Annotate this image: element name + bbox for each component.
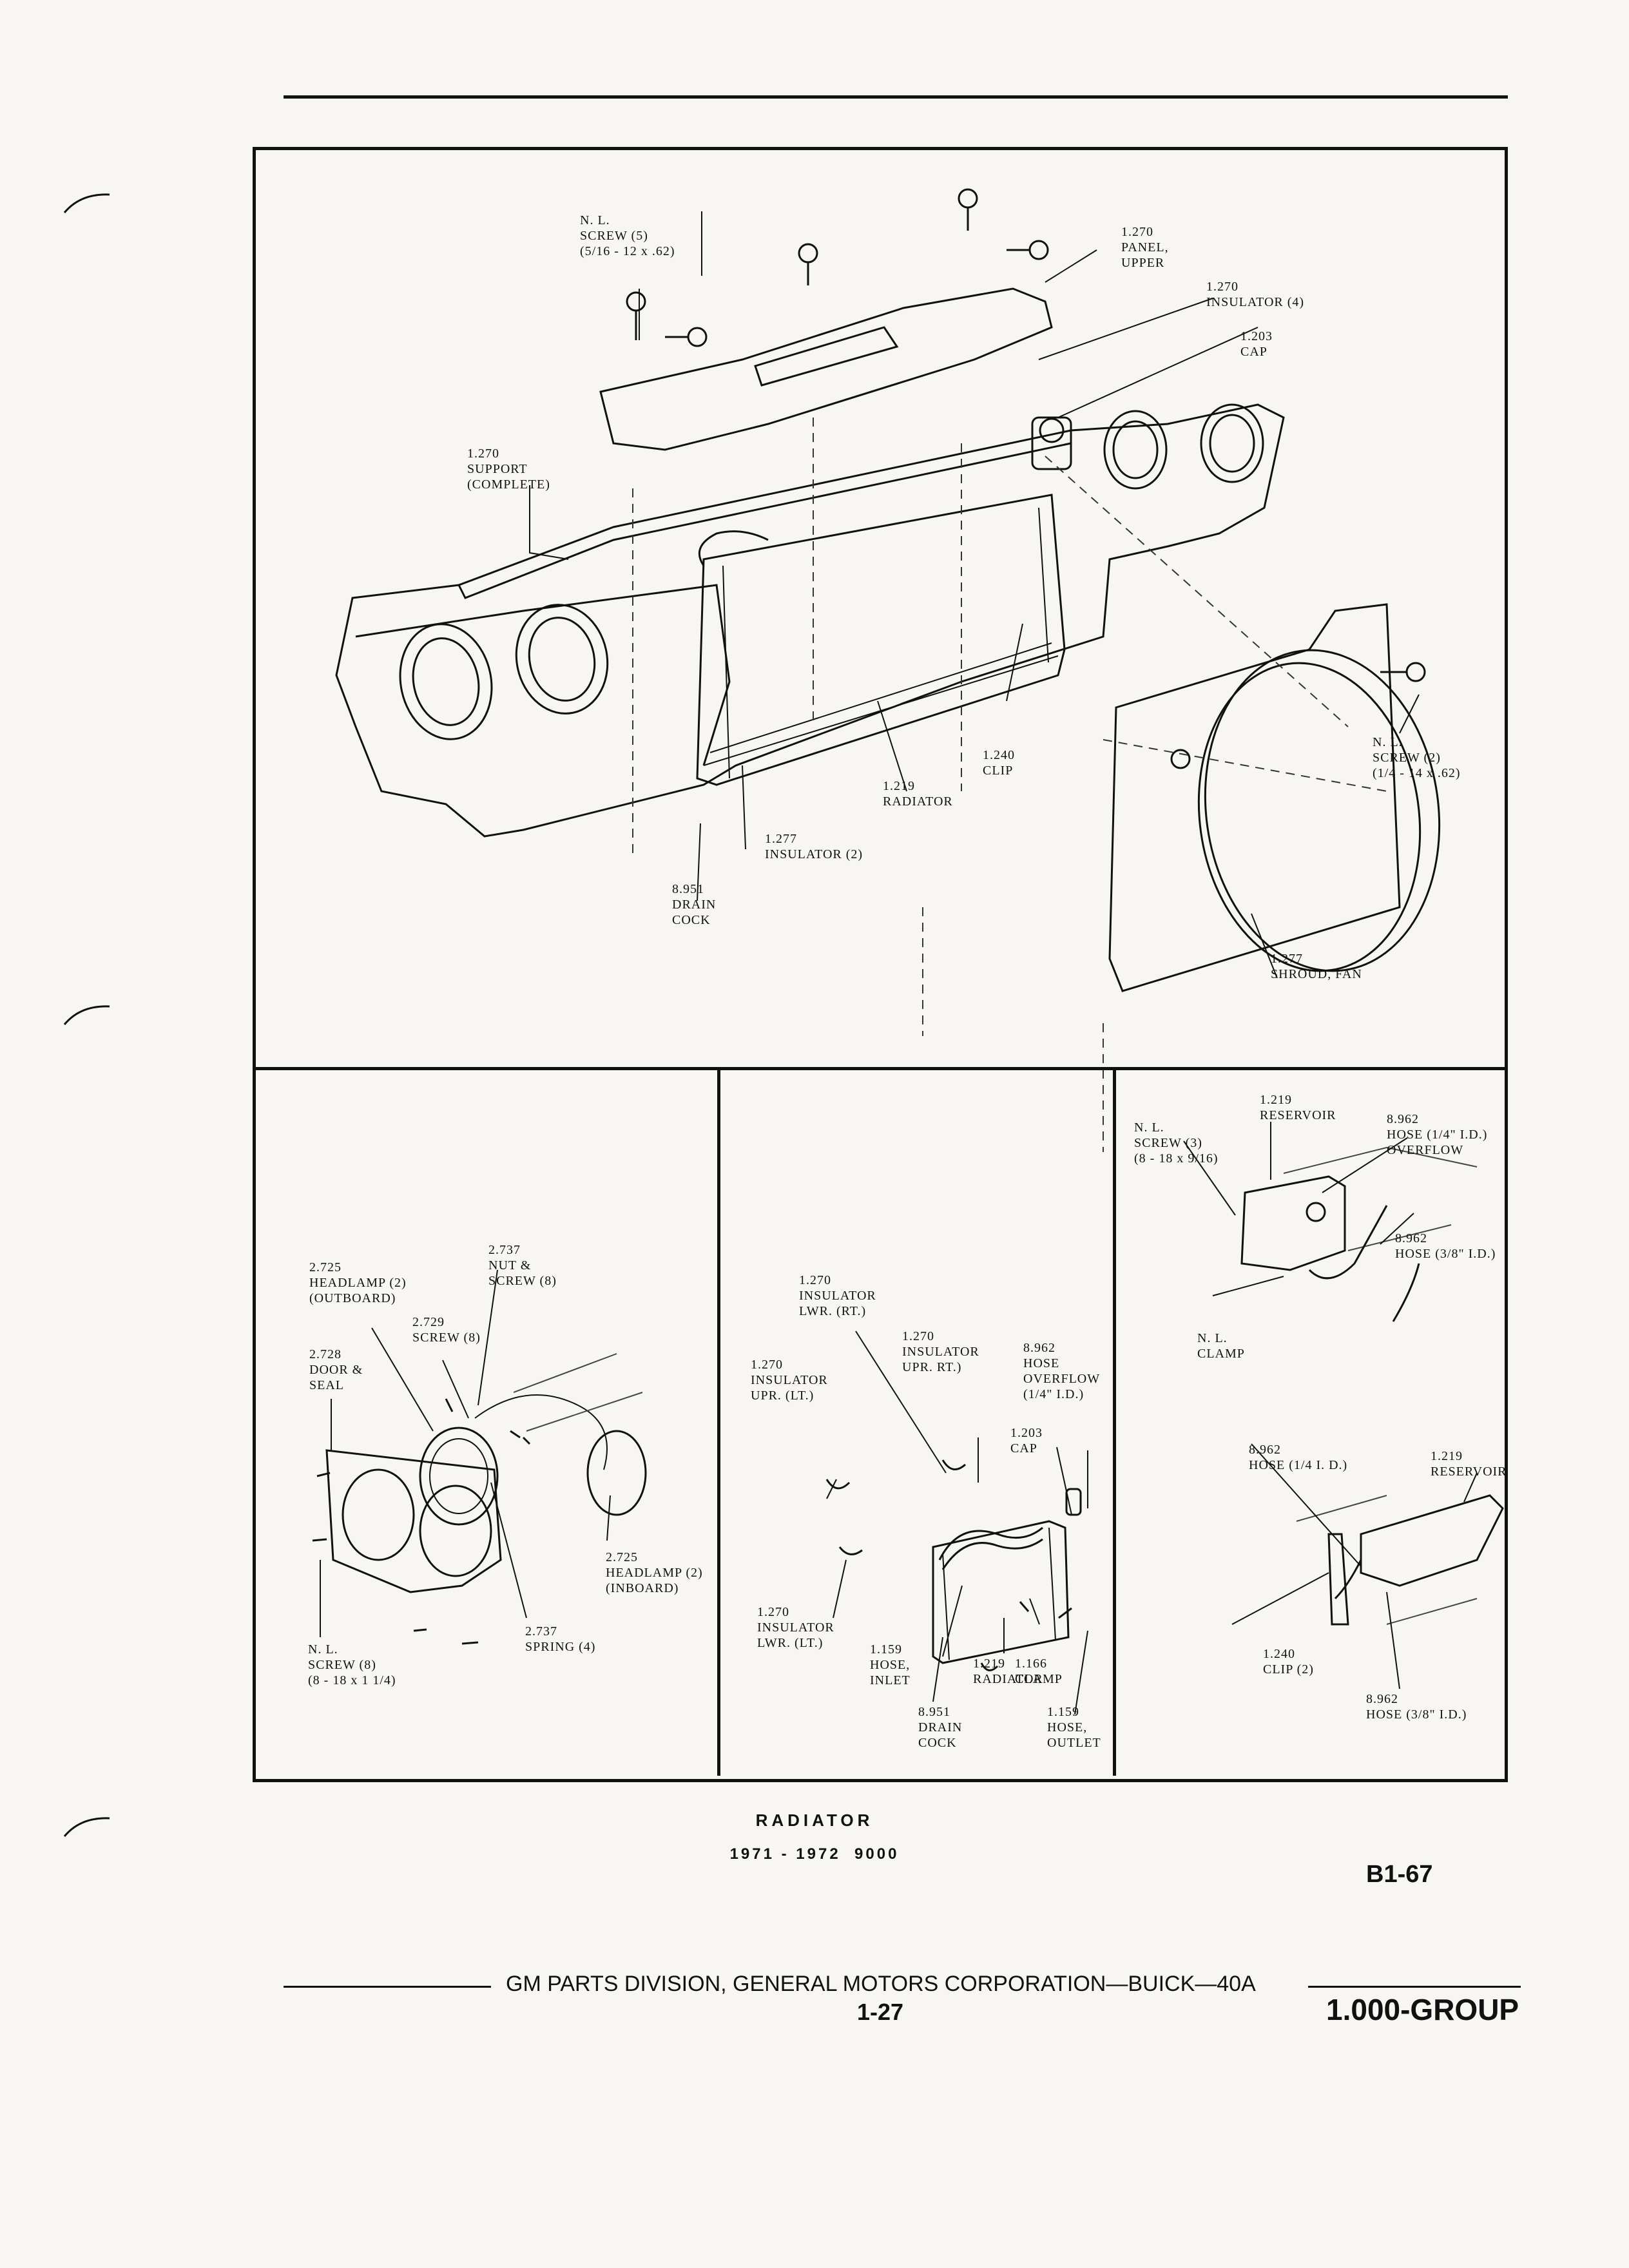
headlamp-inboard — [586, 1430, 647, 1516]
door-seal-bezel — [325, 1449, 502, 1593]
label-hose-inlet: 1.159 HOSE, INLET — [870, 1642, 911, 1687]
footer-rule-left — [284, 1986, 491, 1988]
label-insulator-4: 1.270 INSULATOR (4) — [1206, 280, 1305, 309]
binder-mark-3 — [63, 1817, 110, 1837]
label-screw-right: N. L. SCREW (2) (1/4 - 14 x .62) — [1373, 735, 1461, 780]
label-drain-cock-small: 8.951 DRAIN COCK — [918, 1705, 963, 1750]
label-screw-nl-reservoir: N. L. SCREW (3) (8 - 18 x 9/16) — [1134, 1120, 1219, 1166]
label-hose-outlet: 1.159 HOSE, OUTLET — [1047, 1705, 1101, 1750]
vertical-divider-2 — [1113, 1067, 1116, 1776]
label-reservoir-bottom: 1.219 RESERVOIR — [1431, 1449, 1507, 1479]
support-frame — [335, 403, 1285, 838]
label-reservoir-top: 1.219 RESERVOIR — [1260, 1093, 1336, 1122]
vertical-divider-1 — [717, 1067, 720, 1776]
headlamp-outboard — [419, 1427, 499, 1526]
headlamp-exploded-view — [312, 1269, 647, 1645]
top-rule — [284, 95, 1508, 99]
label-radiator: 1.219 RADIATOR — [883, 779, 953, 809]
label-hose-38-top: 8.962 HOSE (3/8" I.D.) — [1395, 1231, 1496, 1261]
binder-mark-1 — [63, 193, 110, 213]
label-spring: 2.737 SPRING (4) — [525, 1624, 596, 1654]
footer-page: 1-27 — [857, 1999, 904, 2025]
radiator-core — [696, 494, 1066, 786]
footer-rule-right — [1308, 1986, 1521, 1988]
caption-title: RADIATOR — [755, 1811, 874, 1830]
label-cap: 1.203 CAP — [1240, 329, 1273, 359]
radiator-small — [932, 1520, 1070, 1664]
label-ins-lwr-rt: 1.270 INSULATOR LWR. (RT.) — [799, 1273, 876, 1318]
label-screw-nl: N. L. SCREW (8) (8 - 18 x 1 1/4) — [308, 1642, 396, 1687]
diagram-frame — [253, 147, 1508, 1782]
label-hose-overflow: 8.962 HOSE OVERFLOW (1/4" I.D.) — [1023, 1341, 1101, 1401]
label-panel-upper: 1.270 PANEL, UPPER — [1121, 225, 1169, 270]
label-headlamp-outboard: 2.725 HEADLAMP (2) (OUTBOARD) — [309, 1260, 407, 1305]
label-hose-overflow-reservoir: 8.962 HOSE (1/4" I.D.) OVERFLOW — [1387, 1112, 1488, 1157]
label-ins-upr-lt: 1.270 INSULATOR UPR. (LT.) — [751, 1358, 828, 1403]
label-drain-cock: 8.951 DRAIN COCK — [672, 882, 717, 927]
footer-corp: GM PARTS DIVISION, GENERAL MOTORS CORPOR… — [506, 1972, 1256, 1996]
label-shroud: 1.277 SHROUD, FAN — [1271, 952, 1362, 981]
label-ins-lwr-lt: 1.270 INSULATOR LWR. (LT.) — [757, 1605, 834, 1650]
horizontal-divider — [253, 1067, 1508, 1070]
reservoir-top — [1240, 1175, 1346, 1271]
main-exploded-view — [335, 188, 1441, 1152]
binder-mark-2 — [63, 1005, 110, 1025]
label-insulator-2: 1.277 INSULATOR (2) — [765, 832, 863, 861]
caption-code: B1-67 — [1366, 1861, 1433, 1888]
reservoir-bottom — [1360, 1494, 1504, 1587]
footer-group: 1.000-GROUP — [1326, 1993, 1519, 2026]
upper-panel — [599, 287, 1053, 451]
label-hose-38-bottom: 8.962 HOSE (3/8" I.D.) — [1366, 1692, 1467, 1722]
label-headlamp-inboard: 2.725 HEADLAMP (2) (INBOARD) — [606, 1550, 703, 1595]
label-screw-top: N. L. SCREW (5) (5/16 - 12 x .62) — [580, 213, 675, 258]
label-radiator-small: 1.219 RADIATOR — [973, 1657, 1043, 1686]
caption-subtitle: 1971 - 1972 9000 — [729, 1845, 900, 1863]
label-support: 1.270 SUPPORT (COMPLETE) — [467, 447, 550, 492]
label-cap-small: 1.203 CAP — [1010, 1426, 1043, 1456]
radiator-exploded-view — [825, 1331, 1088, 1715]
label-ins-upr-rt: 1.270 INSULATOR UPR. RT.) — [902, 1329, 979, 1374]
label-clip: 1.240 CLIP — [983, 748, 1015, 778]
label-hose-14: 8.962 HOSE (1/4 I. D.) — [1249, 1443, 1348, 1472]
fan-shroud — [1108, 603, 1401, 992]
label-door-seal: 2.728 DOOR & SEAL — [309, 1347, 363, 1392]
reservoir-exploded-view — [1183, 1122, 1504, 1689]
label-clamp: 1.166 CLAMP — [1015, 1657, 1063, 1686]
label-clamp-reservoir: N. L. CLAMP — [1197, 1331, 1245, 1361]
label-nut-screw: 2.737 NUT & SCREW (8) — [488, 1243, 557, 1288]
label-clip-reservoir: 1.240 CLIP (2) — [1263, 1647, 1314, 1677]
label-screw-2729: 2.729 SCREW (8) — [412, 1315, 481, 1345]
